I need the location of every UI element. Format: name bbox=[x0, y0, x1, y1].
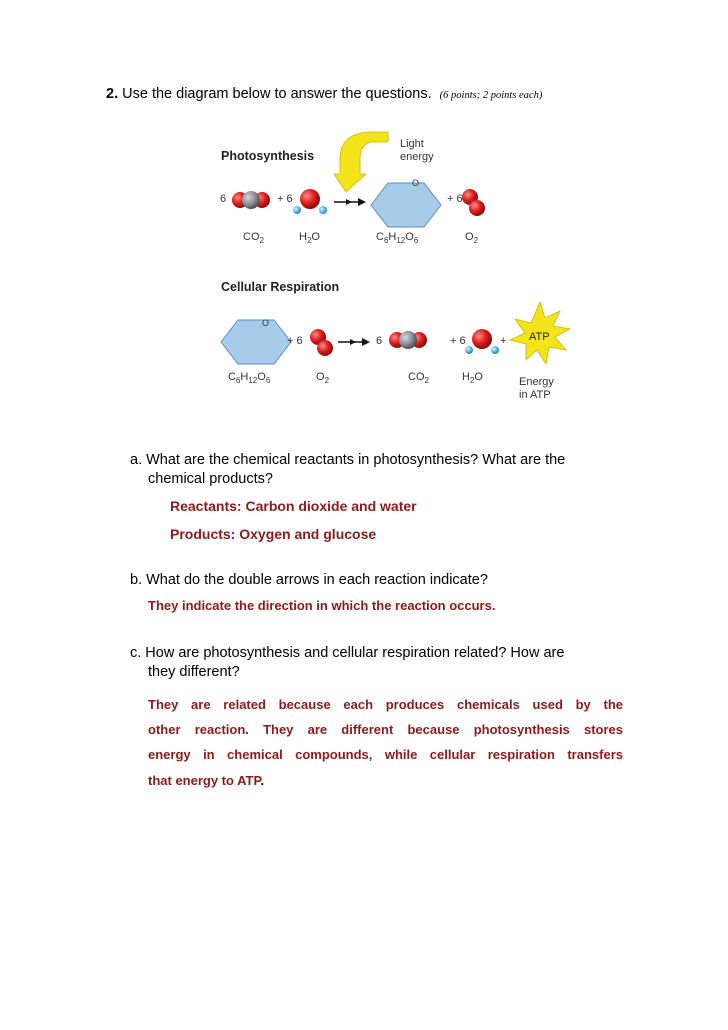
answer-b: They indicate the direction in which the… bbox=[148, 598, 496, 613]
sub-question-a-line1: a. What are the chemical reactants in ph… bbox=[130, 452, 566, 468]
answer-a-reactants: Reactants: Carbon dioxide and water bbox=[170, 498, 417, 514]
respiration-labels: C6H12O6 O2 CO2 H2O bbox=[228, 371, 483, 385]
sub-question-a-line2: chemical products? bbox=[148, 471, 273, 487]
light-label: Light bbox=[400, 138, 424, 150]
plus-h2o-respiration: + 6 bbox=[450, 335, 466, 347]
co2-coefficient-respiration: 6 bbox=[376, 335, 382, 347]
plus-h2o: + 6 bbox=[277, 193, 293, 205]
forward-arrow-respiration bbox=[338, 338, 370, 346]
question-number: 2. bbox=[106, 86, 119, 102]
h2o-molecule-respiration bbox=[465, 329, 499, 354]
energy-label: energy bbox=[400, 151, 434, 163]
plus-atp: + bbox=[500, 335, 506, 347]
atp-burst-icon bbox=[508, 300, 572, 366]
label-glucose: C6H12O6 bbox=[376, 231, 419, 245]
question-points: (6 points; 2 points each) bbox=[439, 90, 543, 101]
plus-o2: + 6 bbox=[447, 193, 463, 205]
question-text: Use the diagram below to answer the ques… bbox=[122, 86, 432, 102]
answer-c-line2: other reaction. They are different becau… bbox=[148, 722, 623, 737]
label-o2: O2 bbox=[465, 231, 479, 245]
forward-arrow bbox=[334, 198, 366, 206]
label-co2: CO2 bbox=[243, 231, 265, 245]
label-glucose-respiration: C6H12O6 bbox=[228, 371, 271, 385]
energy-in-atp-line1: Energy bbox=[519, 376, 554, 388]
answer-c-line4: that energy to ATP. bbox=[148, 773, 264, 788]
photosynthesis-labels: CO2 H2O C6H12O6 O2 bbox=[243, 231, 479, 245]
light-energy-arrow bbox=[333, 131, 389, 193]
co2-coefficient: 6 bbox=[220, 193, 226, 205]
answer-a-products: Products: Oxygen and glucose bbox=[170, 526, 377, 542]
co2-molecule bbox=[232, 191, 270, 209]
glucose-molecule bbox=[370, 182, 442, 228]
ring-oxygen-respiration: O bbox=[262, 318, 269, 328]
answer-c-period: . bbox=[260, 773, 265, 788]
respiration-reaction: Cellular Respiration O + 6 6 + 6 + bbox=[220, 280, 572, 401]
answer-c-line3: energy in chemical compounds, while cell… bbox=[148, 747, 623, 762]
label-o2-respiration: O2 bbox=[316, 371, 330, 385]
o2-molecule bbox=[462, 189, 485, 216]
glucose-molecule-respiration bbox=[220, 319, 292, 365]
co2-molecule-respiration bbox=[389, 331, 427, 349]
question-header: 2. Use the diagram below to answer the q… bbox=[106, 86, 542, 102]
respiration-title: Cellular Respiration bbox=[221, 280, 339, 294]
label-h2o-respiration: H2O bbox=[462, 371, 483, 385]
plus-o2-respiration: + 6 bbox=[287, 335, 303, 347]
o2-molecule-respiration bbox=[310, 329, 333, 356]
sub-question-c-line2: they different? bbox=[148, 664, 240, 680]
sub-question-b: b. What do the double arrows in each rea… bbox=[130, 572, 488, 588]
energy-in-atp-line2: in ATP bbox=[519, 389, 551, 401]
photosynthesis-title: Photosynthesis bbox=[221, 149, 314, 163]
ring-oxygen: O bbox=[412, 178, 419, 188]
h2o-molecule bbox=[293, 189, 327, 214]
sub-question-c-line1: c. How are photosynthesis and cellular r… bbox=[130, 645, 565, 661]
answer-c-line1: They are related because each produces c… bbox=[148, 697, 623, 712]
label-h2o: H2O bbox=[299, 231, 320, 245]
atp-label: ATP bbox=[529, 331, 550, 343]
answer-c-last: that energy to ATP bbox=[148, 773, 261, 788]
photosynthesis-reaction: Photosynthesis Light energy 6 + 6 O + 6 bbox=[220, 131, 485, 245]
reaction-diagram: Photosynthesis Light energy 6 + 6 O + 6 bbox=[220, 131, 572, 401]
label-co2-respiration: CO2 bbox=[408, 371, 430, 385]
